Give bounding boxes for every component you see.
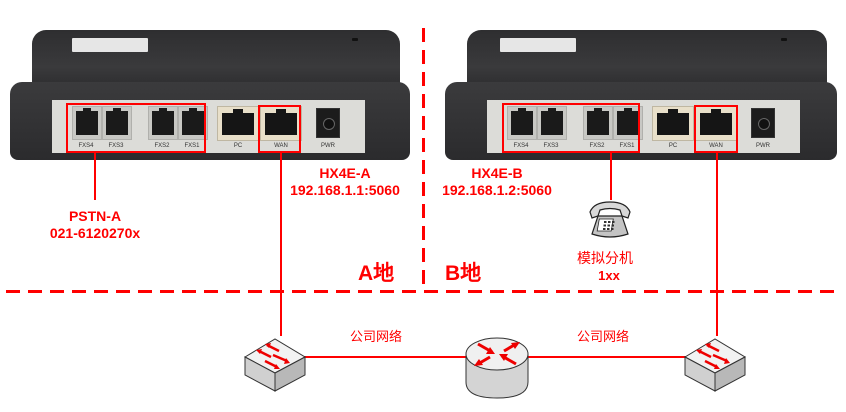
fxs2-label: FXS2 [589,143,605,149]
wan-highlight-b [694,105,738,153]
device-sticker [500,38,576,52]
router-icon [464,332,530,402]
device-sticker [72,38,148,52]
fxs3-label: FXS3 [108,143,124,149]
fxs-highlight-a [66,103,206,153]
fxs4-port[interactable] [72,106,102,140]
device-hx4e-b: FXS4 FXS3 FXS2 FXS1 PC WAN PWR [445,30,845,190]
zone-a-label: A地 [358,262,395,285]
extension-number: 1xx [598,268,620,283]
fxs4-label: FXS4 [513,143,529,149]
fxs3-port[interactable] [102,106,132,140]
switch-icon [683,333,747,393]
fxs2-port[interactable] [148,106,178,140]
wan-port[interactable] [695,106,737,141]
pwr-label: PWR [756,143,770,149]
zone-divider-vertical [422,28,425,290]
fxs1-label: FXS1 [184,143,200,149]
device-b-address: 192.168.1.2:5060 [442,182,552,198]
pc-port[interactable] [652,106,694,141]
rear-panel: FXS4 FXS3 FXS2 FXS1 PC WAN PWR [487,100,800,153]
wan-port[interactable] [260,106,302,141]
fxs-highlight-b [502,103,640,153]
wan-label: WAN [274,143,288,149]
pc-port[interactable] [217,106,259,141]
net-link-left [304,356,468,358]
zone-divider-horizontal [6,290,838,293]
device-b-name: HX4E-B [471,165,523,181]
device-led [352,38,358,41]
device-led [781,38,787,41]
fxs-b-link [610,153,612,200]
device-a-name: HX4E-A [319,165,371,181]
device-b-info: HX4E-B 192.168.1.2:5060 [436,165,558,199]
pstn-info: PSTN-A 021-6120270x [40,208,150,242]
fxs2-port[interactable] [583,106,613,140]
pstn-name: PSTN-A [68,208,122,224]
rear-panel: FXS4 FXS3 FXS2 FXS1 PC WAN PWR [52,100,365,153]
power-port[interactable] [751,108,775,138]
telephone-icon [584,198,636,242]
fxs3-label: FXS3 [543,143,559,149]
fxs1-label: FXS1 [619,143,635,149]
fxs1-port[interactable] [178,106,208,140]
power-port[interactable] [316,108,340,138]
switch-icon [243,333,307,393]
extension-label: 模拟分机 [577,251,633,267]
fxs3-port[interactable] [537,106,567,140]
pc-label: PC [233,143,243,149]
pc-label: PC [668,143,678,149]
fxs4-port[interactable] [507,106,537,140]
net-label-left: 公司网络 [350,330,403,345]
wan-a-link [280,153,282,336]
device-hx4e-a: FXS4 FXS3 FXS2 FXS1 PC WAN PWR [10,30,410,190]
zone-b-label: B地 [445,262,482,285]
pstn-number: 021-6120270x [49,225,141,241]
pwr-label: PWR [321,143,335,149]
fxs2-label: FXS2 [154,143,170,149]
fxs4-label: FXS4 [78,143,94,149]
wan-b-link [716,153,718,336]
net-label-right: 公司网络 [577,330,630,345]
wan-label: WAN [709,143,723,149]
device-a-info: HX4E-A 192.168.1.1:5060 [285,165,405,199]
wan-highlight-a [258,105,301,153]
net-link-right [528,356,688,358]
pstn-link [94,153,96,200]
device-a-address: 192.168.1.1:5060 [290,182,400,198]
